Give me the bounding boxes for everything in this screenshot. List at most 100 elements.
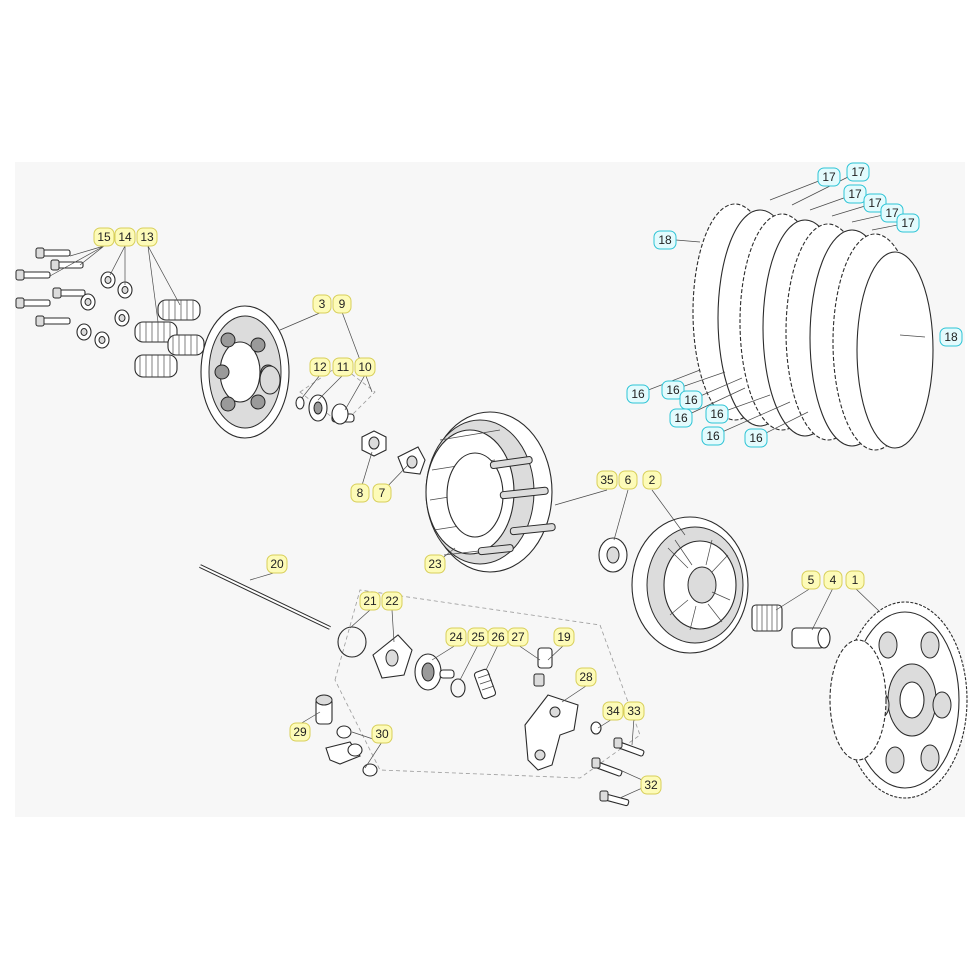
callout-13: 13 xyxy=(136,227,158,247)
callout-14: 14 xyxy=(114,227,136,247)
callout-label: 6 xyxy=(625,473,632,487)
piston-and-seal xyxy=(414,653,497,700)
clutch-basket xyxy=(631,516,749,654)
callout-label: 16 xyxy=(674,411,688,425)
primary-gear xyxy=(829,601,968,799)
callout-label: 7 xyxy=(379,486,386,500)
callout-label: 32 xyxy=(644,778,658,792)
callout-label: 24 xyxy=(449,630,463,644)
callout-3: 3 xyxy=(312,294,332,314)
mounting-screws xyxy=(590,721,645,807)
callout-27: 27 xyxy=(507,627,529,647)
callout-20: 20 xyxy=(266,554,288,574)
callout-8: 8 xyxy=(350,483,370,503)
callout-label: 34 xyxy=(606,704,620,718)
callout-label: 5 xyxy=(808,573,815,587)
callout-label: 11 xyxy=(337,360,350,374)
callout-label: 16 xyxy=(666,383,680,397)
callout-label: 14 xyxy=(118,230,132,244)
callout-label: 20 xyxy=(270,557,284,571)
callout-label: 16 xyxy=(631,387,645,401)
callout-label: 27 xyxy=(511,630,525,644)
callout-25: 25 xyxy=(467,627,489,647)
callout-label: 35 xyxy=(600,473,614,487)
callout-label: 26 xyxy=(491,630,505,644)
thrust-washer xyxy=(598,537,628,573)
callout-label: 17 xyxy=(901,216,915,230)
callout-5: 5 xyxy=(801,570,821,590)
callout-label: 3 xyxy=(319,297,326,311)
callout-label: 28 xyxy=(579,670,593,684)
callout-33: 33 xyxy=(623,701,645,721)
callout-label: 30 xyxy=(375,727,389,741)
callout-17: 17 xyxy=(880,203,904,223)
washer-group xyxy=(76,271,133,349)
callout-label: 29 xyxy=(293,725,307,739)
callout-label: 2 xyxy=(649,473,656,487)
callout-12: 12 xyxy=(309,357,331,377)
callout-32: 32 xyxy=(640,775,662,795)
callout-26: 26 xyxy=(487,627,509,647)
callout-17: 17 xyxy=(817,167,841,187)
callout-label: 22 xyxy=(385,594,399,608)
callout-18: 18 xyxy=(653,230,677,250)
callout-1: 1 xyxy=(845,570,865,590)
callout-label: 17 xyxy=(822,170,836,184)
callout-label: 23 xyxy=(428,557,442,571)
bearing-stack xyxy=(295,364,376,426)
callout-17: 17 xyxy=(846,162,870,182)
banjo-fitting xyxy=(315,694,378,777)
spring-group xyxy=(134,299,205,378)
callout-label: 17 xyxy=(885,206,899,220)
callout-2: 2 xyxy=(642,470,662,490)
callout-18: 18 xyxy=(939,327,963,347)
callout-label: 1 xyxy=(852,573,859,587)
callout-label: 12 xyxy=(313,360,327,374)
callout-22: 22 xyxy=(381,591,403,611)
callout-21: 21 xyxy=(359,591,381,611)
o-ring-and-gasket xyxy=(337,626,413,679)
callout-label: 8 xyxy=(357,486,364,500)
callout-10: 10 xyxy=(354,357,376,377)
callout-23: 23 xyxy=(424,554,446,574)
callout-label: 19 xyxy=(557,630,571,644)
callout-label: 17 xyxy=(848,187,862,201)
callout-19: 19 xyxy=(553,627,575,647)
pressure-plate xyxy=(200,305,290,439)
callout-6: 6 xyxy=(618,470,638,490)
callout-17: 17 xyxy=(843,184,867,204)
callout-34: 34 xyxy=(602,701,624,721)
callout-24: 24 xyxy=(445,627,467,647)
callout-label: 16 xyxy=(710,407,724,421)
callout-label: 33 xyxy=(627,704,641,718)
bleed-fitting xyxy=(533,647,553,687)
callout-16: 16 xyxy=(626,384,650,404)
callout-16: 16 xyxy=(701,426,725,446)
callout-16: 16 xyxy=(669,408,693,428)
clutch-plate-stack xyxy=(692,203,934,451)
callout-label: 13 xyxy=(140,230,154,244)
callout-label: 16 xyxy=(684,393,698,407)
bolt-group xyxy=(15,247,86,327)
callout-label: 10 xyxy=(358,360,372,374)
callout-4: 4 xyxy=(823,570,843,590)
callout-35: 35 xyxy=(596,470,618,490)
callout-11: 11 xyxy=(332,357,354,377)
callout-label: 16 xyxy=(706,429,720,443)
push-rod xyxy=(199,564,331,630)
callout-9: 9 xyxy=(332,294,352,314)
callout-label: 18 xyxy=(658,233,672,247)
callout-29: 29 xyxy=(289,722,311,742)
callout-label: 17 xyxy=(851,165,865,179)
slave-cylinder-frame xyxy=(334,589,641,779)
callout-label: 9 xyxy=(339,297,346,311)
callout-label: 16 xyxy=(749,431,763,445)
callout-16: 16 xyxy=(705,404,729,424)
callout-17: 17 xyxy=(863,193,887,213)
callout-17: 17 xyxy=(896,213,920,233)
callout-15: 15 xyxy=(93,227,115,247)
clutch-hub xyxy=(425,411,556,573)
callout-16: 16 xyxy=(744,428,768,448)
callout-label: 21 xyxy=(363,594,377,608)
